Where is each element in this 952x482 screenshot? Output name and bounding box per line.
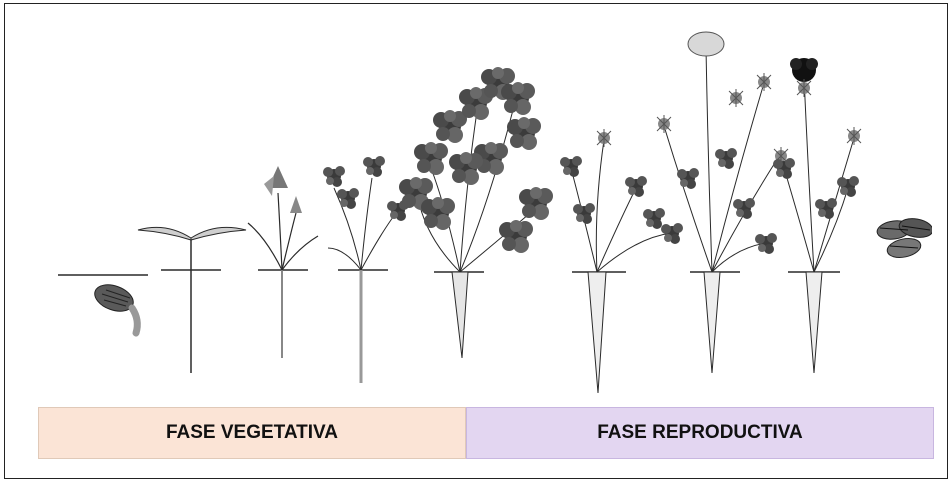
- stage-plant-with-leaves: [323, 156, 409, 383]
- phase-vegetative-label: FASE VEGETATIVA: [166, 422, 338, 444]
- carrot-life-cycle-illustration: [36, 8, 932, 400]
- stage-mature-rosette: [399, 67, 553, 358]
- phase-reproductive-bar: FASE REPRODUCTIVA: [466, 407, 934, 459]
- stage-seeds: [876, 216, 932, 260]
- phase-reproductive-label: FASE REPRODUCTIVA: [597, 422, 803, 444]
- stage-seedling-cotyledons: [138, 227, 246, 373]
- stage-bolting-plant: [560, 129, 683, 393]
- stage-seed-germination: [58, 275, 148, 333]
- stage-young-plant: [248, 166, 318, 358]
- stage-flowering-plant: [657, 32, 788, 373]
- stage-seed-head-plant: [773, 58, 861, 373]
- phase-vegetative-bar: FASE VEGETATIVA: [38, 407, 466, 459]
